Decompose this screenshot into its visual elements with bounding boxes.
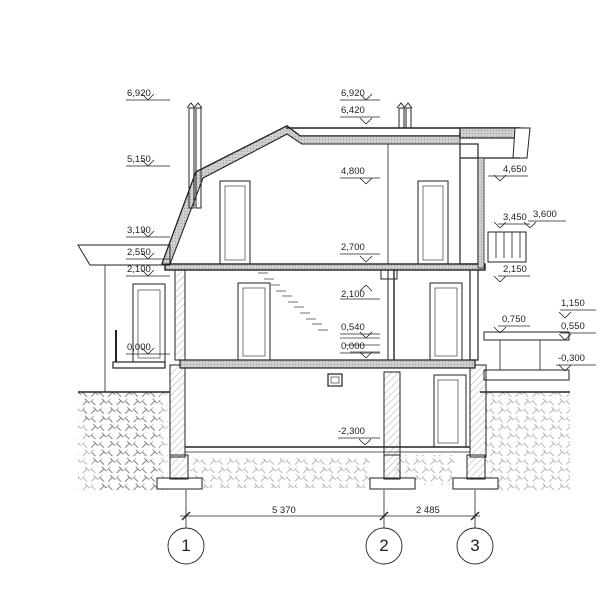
elevation-label: 0,550 bbox=[561, 321, 585, 332]
axis-bubble-2: 2 bbox=[379, 536, 389, 555]
second-floor-slab bbox=[164, 263, 486, 271]
dimension-label-1-2: 5 370 bbox=[272, 505, 296, 516]
elevation-label: 2,150 bbox=[503, 264, 527, 275]
axis-bubble-3: 3 bbox=[470, 536, 480, 555]
elevation-label: 2,550 bbox=[127, 247, 151, 258]
elevation-label: 0,540 bbox=[341, 322, 365, 333]
first-floor bbox=[174, 267, 479, 361]
elevation-label: 1,150 bbox=[561, 298, 585, 309]
dimension-label-2-3: 2 485 bbox=[416, 505, 440, 516]
elevation-label: 6,420 bbox=[341, 105, 365, 116]
elevation-label: 2,100 bbox=[127, 264, 151, 275]
elevation-label: 5,150 bbox=[127, 154, 151, 165]
elevation-label: 6,920 bbox=[341, 88, 365, 99]
basement bbox=[169, 364, 487, 458]
right-terrace bbox=[483, 331, 570, 381]
elevation-label: 0,000 bbox=[127, 342, 151, 353]
attic-floor bbox=[161, 102, 531, 269]
ground bbox=[78, 391, 570, 492]
grid-axes bbox=[167, 490, 494, 565]
elevation-label: -0,300 bbox=[558, 353, 585, 364]
axis-bubble-1: 1 bbox=[181, 536, 191, 555]
elevation-label: 6,920 bbox=[127, 88, 151, 99]
elevation-label: 4,650 bbox=[503, 164, 527, 175]
elevation-label: 2,100 bbox=[341, 289, 365, 300]
ground-floor-slab bbox=[179, 359, 476, 369]
elevation-label: 3,190 bbox=[127, 225, 151, 236]
elevation-markers bbox=[126, 93, 596, 446]
left-porch bbox=[77, 244, 171, 392]
elevation-label: 2,700 bbox=[341, 242, 365, 253]
elevation-label: 4,800 bbox=[341, 166, 365, 177]
elevation-label: 3,600 bbox=[533, 209, 557, 220]
elevation-label: 0,000 bbox=[341, 341, 365, 352]
elevation-label: 0,750 bbox=[502, 314, 526, 325]
elevation-label: 3,450 bbox=[503, 212, 527, 223]
elevation-label: -2,300 bbox=[338, 426, 365, 437]
